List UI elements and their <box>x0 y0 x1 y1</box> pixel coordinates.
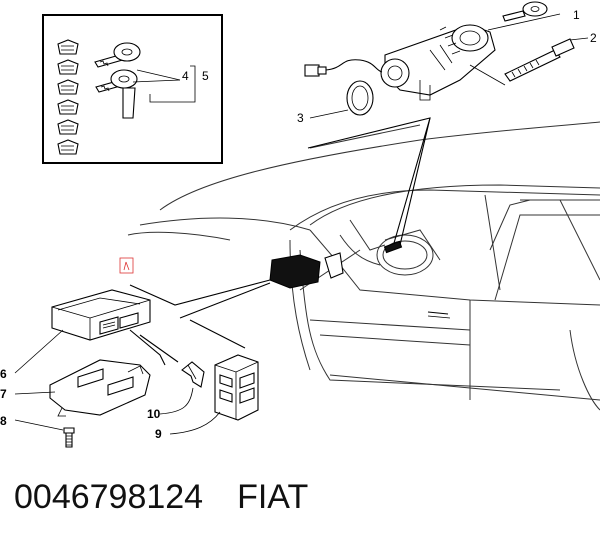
key-upper <box>94 42 141 68</box>
lock-barrels <box>57 39 79 155</box>
callout-7: 7 <box>0 387 7 401</box>
key-inset: 4 5 <box>42 14 223 164</box>
callout-5: 5 <box>202 69 209 83</box>
callout-1: 1 <box>573 8 580 22</box>
callout-4: 4 <box>182 69 189 83</box>
ecu-location <box>129 254 321 349</box>
mounting-bracket <box>14 359 151 417</box>
steering-lock-assembly <box>380 13 561 101</box>
control-unit <box>14 289 151 374</box>
callout-9: 9 <box>155 427 162 441</box>
antenna-coil <box>304 59 383 119</box>
lock-location <box>307 117 431 254</box>
connector-block <box>169 354 259 435</box>
brand-name: FIAT <box>237 478 309 516</box>
harness-lines <box>129 329 179 366</box>
callout-6: 6 <box>0 367 7 381</box>
part-number: 0046798124 <box>14 478 204 516</box>
key-lower <box>95 69 138 119</box>
screw <box>14 419 75 448</box>
retaining-clip <box>159 361 205 415</box>
ignition-key <box>502 1 548 22</box>
part-caption: 0046798124 FIAT <box>14 472 308 522</box>
callout-8: 8 <box>0 414 7 428</box>
callout-2: 2 <box>590 31 597 45</box>
shear-bolt <box>469 37 589 86</box>
callout-10: 10 <box>147 407 161 421</box>
callout-3: 3 <box>297 111 304 125</box>
